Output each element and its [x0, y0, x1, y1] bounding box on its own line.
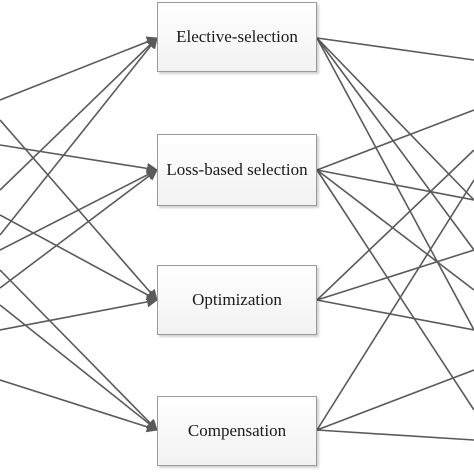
incoming-arrow	[0, 37, 158, 191]
outgoing-line	[316, 429, 474, 441]
incoming-arrow	[0, 119, 158, 301]
outgoing-line	[316, 109, 474, 171]
incoming-arrow	[0, 36, 159, 101]
outgoing-line	[316, 369, 474, 431]
outgoing-line	[316, 37, 474, 201]
outgoing-line	[316, 37, 474, 61]
incoming-arrow	[0, 296, 159, 331]
incoming-arrow	[0, 269, 158, 431]
outgoing-line	[316, 249, 474, 301]
outgoing-line	[316, 169, 474, 411]
outgoing-line	[316, 37, 474, 251]
outgoing-line	[316, 37, 474, 331]
incoming-arrow	[0, 379, 159, 433]
node-elective-selection-label: Elective-selection	[176, 27, 298, 46]
outgoing-line	[316, 149, 474, 301]
outgoing-line	[316, 169, 474, 201]
node-loss-based-selection-label: Loss-based selection	[166, 160, 308, 179]
node-elective-selection: Elective-selection	[157, 2, 317, 72]
outgoing-line	[316, 179, 474, 431]
incoming-arrow	[0, 214, 158, 301]
node-optimization-label: Optimization	[192, 290, 282, 309]
node-optimization: Optimization	[157, 265, 317, 335]
incoming-arrow	[0, 37, 158, 236]
node-compensation: Compensation	[157, 396, 317, 466]
incoming-arrow	[0, 169, 158, 289]
incoming-arrow	[0, 304, 158, 431]
node-compensation-label: Compensation	[187, 421, 287, 440]
outgoing-line	[316, 299, 474, 331]
node-loss-based-selection: Loss-based selection	[157, 134, 317, 206]
outgoing-line	[316, 169, 474, 291]
